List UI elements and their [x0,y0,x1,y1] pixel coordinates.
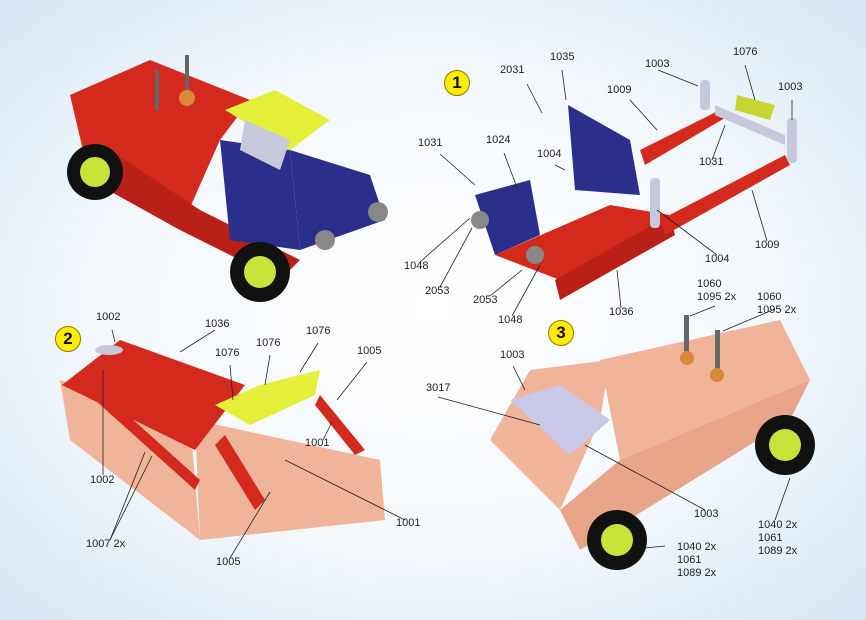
step-1-badge: 1 [444,70,470,96]
part-label: 2053 [425,285,450,297]
part-label: 1001 [396,517,421,529]
part-label: 1040 2x 1061 1089 2x [758,519,798,557]
part-label: 1076 [733,46,758,58]
part-label: 1060 1095 2x [757,291,797,316]
part-label: 1009 [755,239,780,251]
part-label: 1009 [607,84,632,96]
part-label: 1031 [699,156,724,168]
part-label: 1035 [550,51,575,63]
part-label: 1003 [645,58,670,70]
part-label: 1048 [498,314,523,326]
part-label: 1076 [256,337,281,349]
part-label: 3017 [426,382,451,394]
part-label: 1002 [90,474,115,486]
part-label: 1040 2x 1061 1089 2x [677,541,717,579]
part-label: 1024 [486,134,511,146]
part-label: 1003 [694,508,719,520]
part-label: 1076 [215,347,240,359]
part-label: 1005 [216,556,241,568]
part-label: 1002 [96,311,121,323]
step-2-badge: 2 [55,326,81,352]
part-label: 1001 [305,437,330,449]
part-label: 1003 [500,349,525,361]
part-label: 1076 [306,325,331,337]
step-3-illustration [490,315,815,570]
part-label: 2053 [473,294,498,306]
part-label: 2031 [500,64,525,76]
part-label: 1031 [418,137,443,149]
part-label: 1004 [537,148,562,160]
part-label: 1004 [705,253,730,265]
part-label: 1005 [357,345,382,357]
step-3-badge: 3 [548,320,574,346]
part-label: 1003 [778,81,803,93]
step-2-illustration [60,340,385,540]
part-label: 1048 [404,260,429,272]
finished-model [67,55,388,302]
part-label: 1036 [205,318,230,330]
part-label: 1060 1095 2x [697,278,737,303]
part-label: 1036 [609,306,634,318]
part-label: 1007 2x [86,538,126,550]
step-1-illustration [471,80,797,300]
leader-lines [102,64,793,559]
